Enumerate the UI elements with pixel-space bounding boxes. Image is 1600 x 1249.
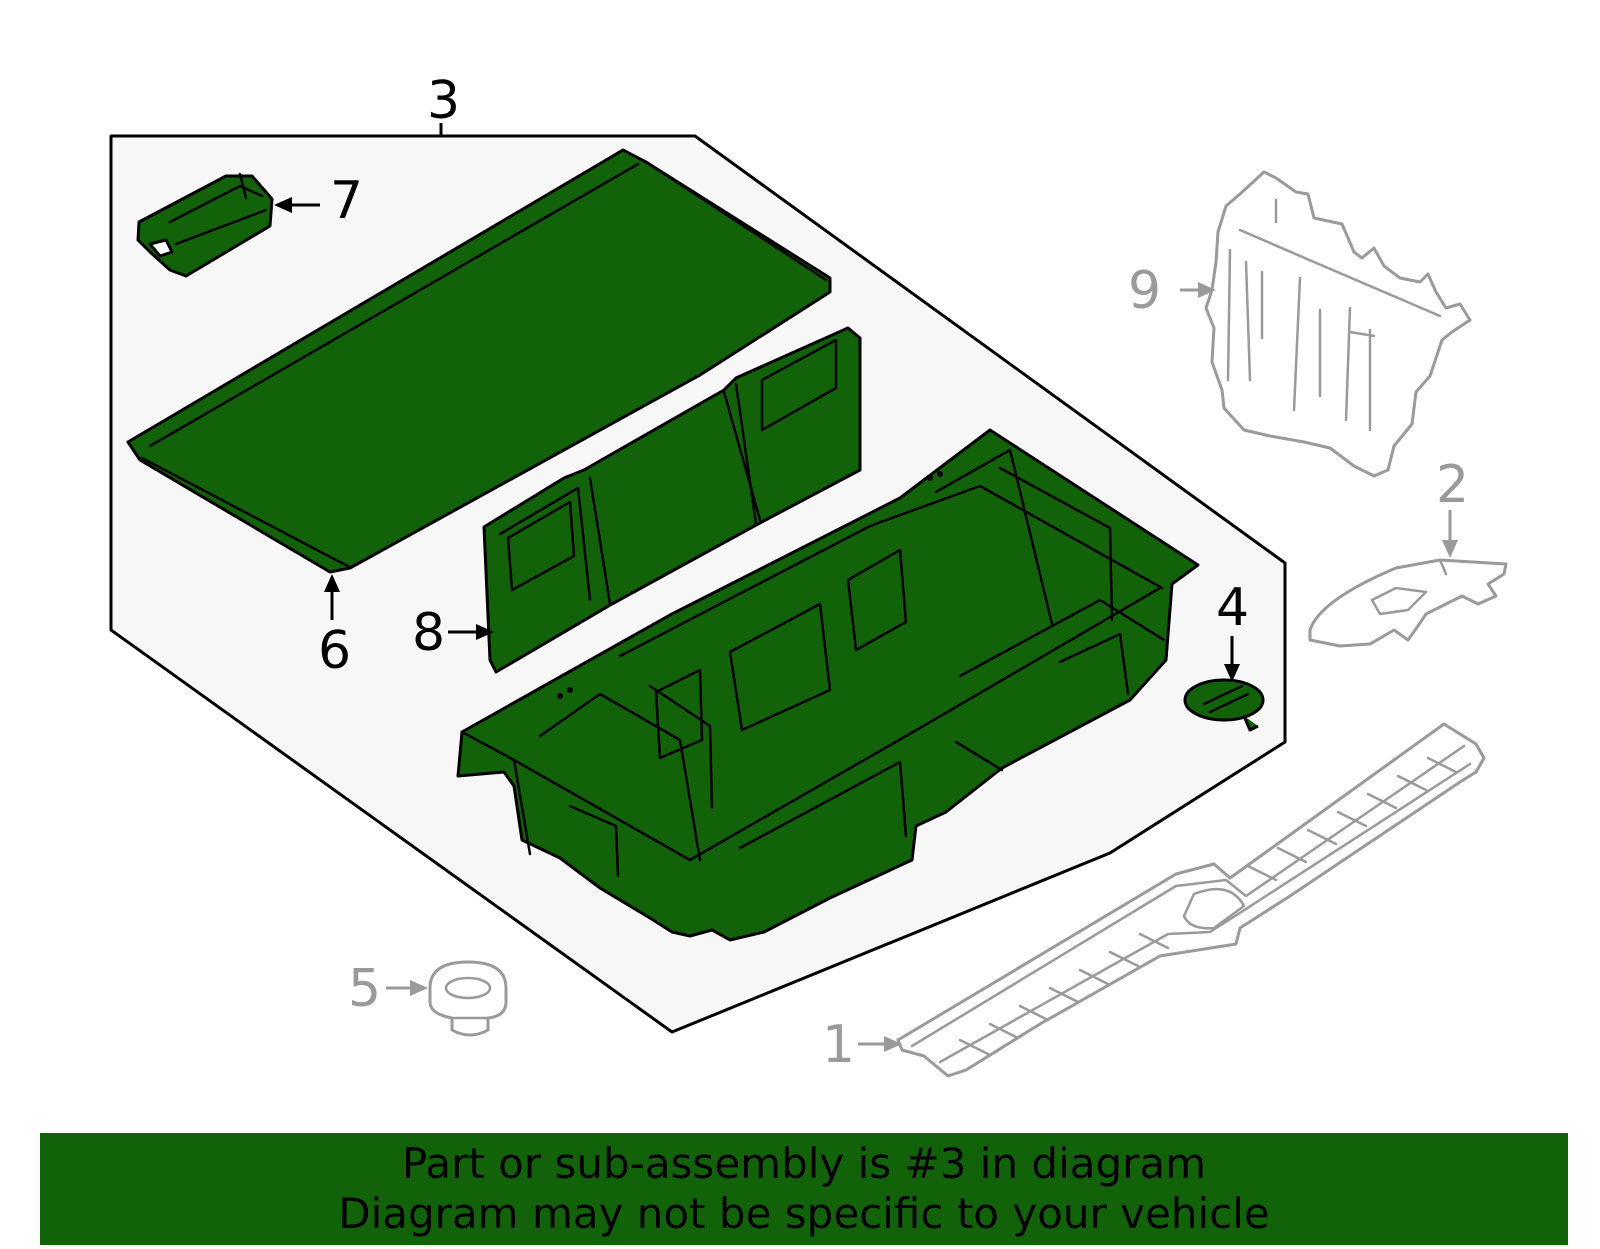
part-2-trim-piece[interactable] [1308, 558, 1508, 648]
banner-line-1: Part or sub-assembly is #3 in diagram [401, 1139, 1207, 1188]
banner-line-2: Diagram may not be specific to your vehi… [338, 1189, 1270, 1238]
arrow-9 [1198, 282, 1216, 298]
callout-9[interactable]: 9 [1128, 261, 1161, 321]
arrow-4 [1224, 664, 1240, 682]
arrow-5 [410, 980, 428, 996]
part-7-clip[interactable] [136, 172, 274, 278]
info-banner: Part or sub-assembly is #3 in diagram Di… [40, 1133, 1568, 1245]
arrow-6 [324, 574, 340, 592]
part-1-sill-plate[interactable] [896, 722, 1486, 1078]
sill-ribs [958, 756, 1458, 1056]
arrow-7 [274, 197, 292, 213]
callout-1[interactable]: 1 [822, 1015, 855, 1075]
part-8-divider-panel[interactable] [482, 326, 862, 674]
callout-8[interactable]: 8 [412, 603, 445, 663]
callout-2[interactable]: 2 [1436, 455, 1469, 515]
arrow-2 [1442, 540, 1458, 558]
callout-6[interactable]: 6 [318, 621, 351, 681]
part-4-cap[interactable] [1183, 678, 1265, 732]
part-5-plug[interactable] [428, 960, 508, 1037]
part-9-side-panel[interactable] [1204, 170, 1472, 478]
part-3-storage-tub[interactable] [456, 428, 1200, 942]
callout-4[interactable]: 4 [1216, 578, 1249, 638]
arrow-1 [884, 1036, 902, 1052]
part-6-floor-cover[interactable] [126, 148, 832, 574]
callout-3[interactable]: 3 [427, 71, 460, 131]
arrow-8 [476, 624, 494, 640]
callout-7[interactable]: 7 [330, 171, 363, 231]
callout-5[interactable]: 5 [348, 959, 381, 1019]
